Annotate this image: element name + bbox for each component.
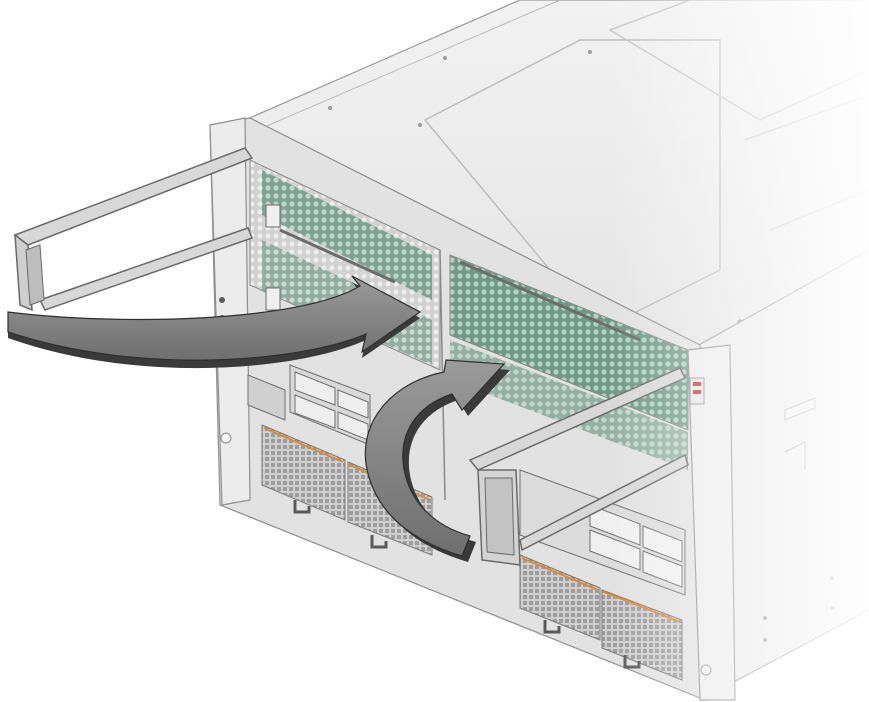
illustration <box>0 0 869 702</box>
right-edge-fade <box>0 0 869 702</box>
server-chassis-diagram <box>0 0 869 702</box>
